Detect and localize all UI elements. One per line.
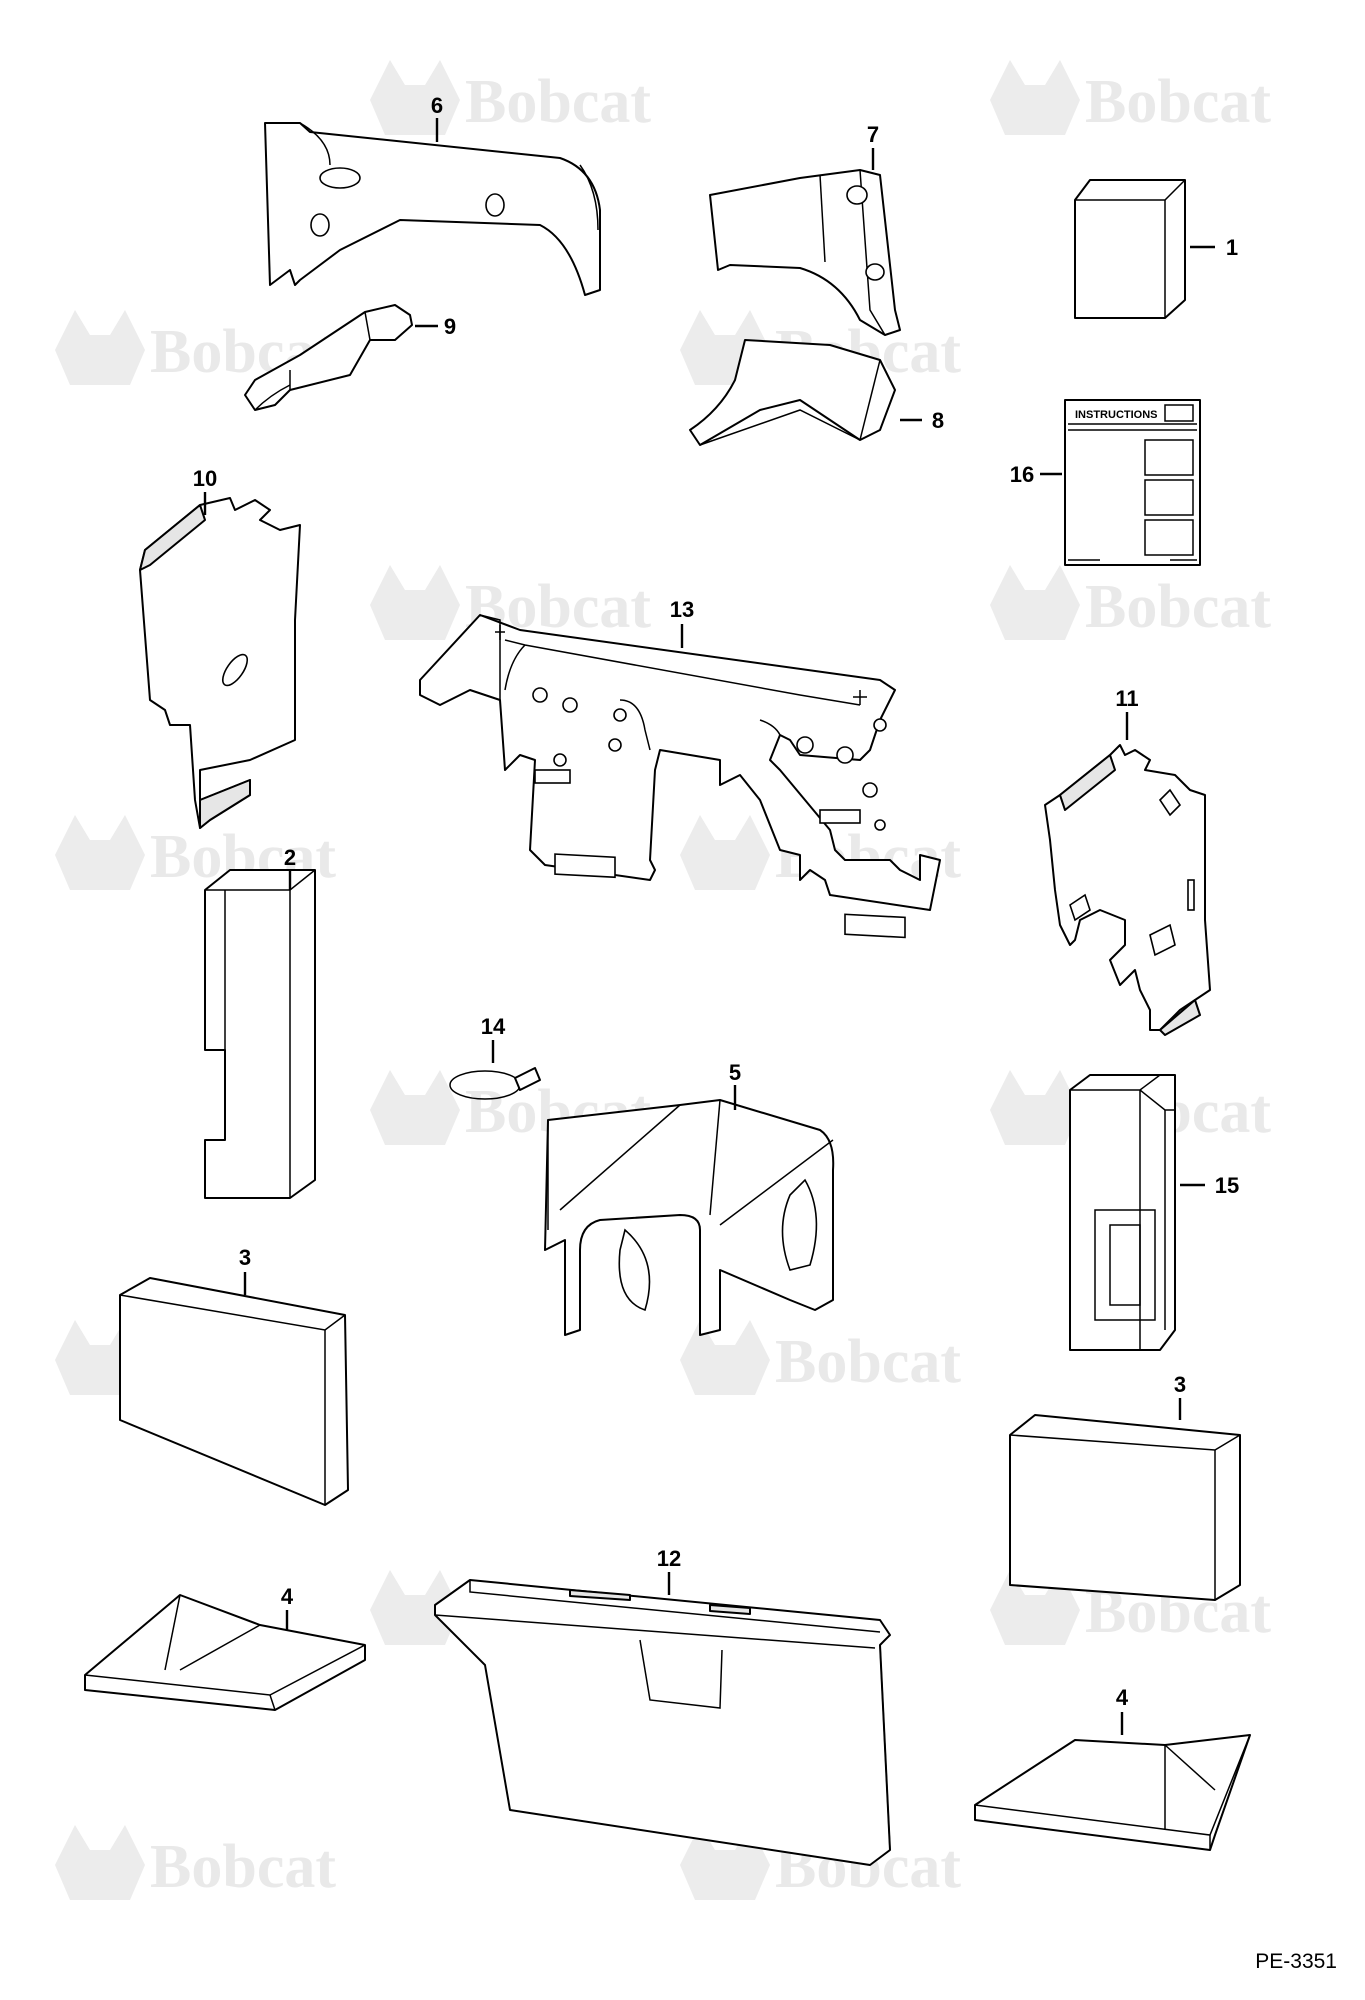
part-15-slotted-foam — [1069, 1074, 1176, 1351]
bobcat-head-icon — [680, 815, 770, 890]
callout-4-left: 4 — [281, 1584, 294, 1609]
callout-12: 12 — [657, 1546, 681, 1571]
bobcat-head-icon — [55, 310, 145, 385]
part-4-wedge-pad-left — [84, 1594, 366, 1711]
svg-text:Bobcat: Bobcat — [465, 68, 651, 136]
watermark: Bobcat — [680, 1320, 961, 1396]
watermark: Bobcat — [55, 1825, 336, 1901]
part-16-instruction-sheet: INSTRUCTIONS — [1064, 399, 1201, 566]
part-4-wedge-pad-right — [974, 1734, 1251, 1851]
watermark: Bobcat — [990, 565, 1271, 641]
part-12-floor-panel — [434, 1579, 891, 1866]
bobcat-head-icon — [55, 1825, 145, 1900]
watermark: Bobcat — [990, 60, 1271, 136]
callout-7: 7 — [867, 122, 879, 147]
part-2-stepped-foam — [204, 869, 316, 1199]
bobcat-head-icon — [990, 565, 1080, 640]
callout-3-right: 3 — [1174, 1372, 1186, 1397]
bobcat-head-icon — [370, 565, 460, 640]
callout-4-right: 4 — [1116, 1685, 1129, 1710]
callout-1: 1 — [1226, 235, 1238, 260]
part-1-foam-block — [1074, 179, 1186, 319]
callout-3-left: 3 — [239, 1245, 251, 1270]
part-14-cable-clamp — [449, 1067, 541, 1100]
part-3-foam-block-right — [1009, 1414, 1241, 1601]
part-9-small-bracket — [244, 304, 413, 411]
callout-16: 16 — [1010, 462, 1034, 487]
bobcat-head-icon — [680, 1320, 770, 1395]
bobcat-head-icon — [990, 60, 1080, 135]
callout-13: 13 — [670, 597, 694, 622]
callout-8: 8 — [932, 408, 944, 433]
part-3-foam-block-left — [119, 1277, 349, 1506]
callout-15: 15 — [1215, 1173, 1239, 1198]
bobcat-head-icon — [55, 815, 145, 890]
callout-6: 6 — [431, 93, 443, 118]
callout-10: 10 — [193, 466, 217, 491]
part-8-wedge-foam — [689, 339, 896, 446]
callout-11: 11 — [1115, 686, 1138, 711]
callout-9: 9 — [444, 314, 456, 339]
bobcat-head-icon — [370, 1570, 460, 1645]
bobcat-head-icon — [370, 1070, 460, 1145]
svg-text:Bobcat: Bobcat — [1085, 573, 1271, 641]
svg-text:Bobcat: Bobcat — [1085, 68, 1271, 136]
part-13-main-frame — [419, 614, 941, 939]
callout-2: 2 — [284, 845, 296, 870]
part-5-shroud — [544, 1099, 835, 1336]
watermark: Bobcat — [370, 60, 651, 136]
callout-5: 5 — [729, 1060, 741, 1085]
svg-text:Bobcat: Bobcat — [150, 1833, 336, 1901]
svg-text:INSTRUCTIONS: INSTRUCTIONS — [1075, 409, 1158, 421]
part-7-bracket — [709, 169, 901, 336]
bobcat-head-icon — [990, 1070, 1080, 1145]
part-11-right-panel — [1044, 744, 1211, 1036]
svg-text:Bobcat: Bobcat — [775, 1328, 961, 1396]
bobcat-head-icon — [370, 60, 460, 135]
callout-14: 14 — [481, 1014, 506, 1039]
document-code: PE-3351 — [1255, 1950, 1337, 1973]
part-10-left-panel — [139, 497, 301, 829]
part-6-side-panel — [264, 122, 601, 296]
